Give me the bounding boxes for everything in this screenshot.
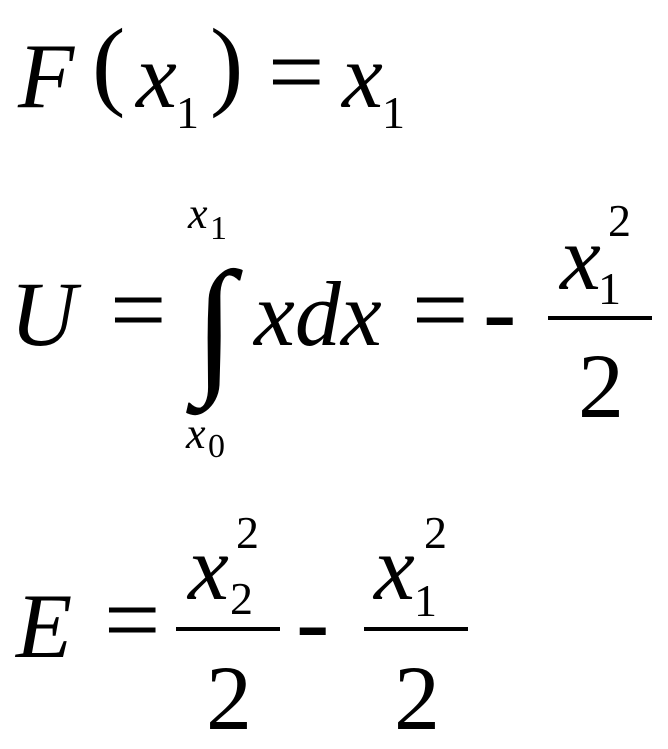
rhs-subscript: 1	[382, 87, 405, 138]
equals-sign: =	[110, 254, 167, 365]
fraction2-superscript: 2	[424, 507, 447, 558]
equals-sign: =	[268, 16, 325, 127]
fraction1-superscript: 2	[236, 507, 259, 558]
fraction1-denominator: 2	[206, 647, 252, 749]
energy-symbol-e: E	[16, 575, 73, 677]
argument-x: x	[136, 25, 177, 127]
fraction1-bar	[176, 627, 280, 631]
fraction2-numerator-x: x	[374, 517, 415, 619]
left-parenthesis: (	[92, 8, 126, 119]
denominator: 2	[578, 335, 624, 437]
equals-sign-2: =	[412, 254, 469, 365]
fraction-bar	[548, 316, 652, 320]
integrand: xdx	[254, 263, 382, 365]
right-parenthesis: )	[210, 8, 244, 119]
rhs-x: x	[342, 25, 383, 127]
lower-limit-subscript: 0	[208, 428, 225, 465]
numerator-superscript: 2	[608, 195, 631, 246]
upper-limit-x: x	[188, 189, 208, 238]
fraction1-subscript: 2	[230, 573, 253, 624]
fraction1-numerator-x: x	[188, 517, 229, 619]
numerator-x: x	[560, 207, 601, 309]
argument-subscript: 1	[176, 87, 199, 138]
function-symbol-f: F	[18, 25, 75, 127]
fraction2-bar	[364, 627, 468, 631]
integral-sign: ∫	[194, 242, 236, 408]
minus-sign: -	[296, 566, 330, 677]
lower-limit-x: x	[186, 409, 206, 458]
minus-sign: -	[483, 256, 517, 367]
upper-limit-subscript: 1	[210, 210, 227, 247]
fraction2-subscript: 1	[414, 575, 437, 626]
equals-sign: =	[104, 564, 161, 675]
fraction2-denominator: 2	[394, 647, 440, 749]
numerator-subscript: 1	[598, 263, 621, 314]
energy-symbol-u: U	[10, 263, 77, 365]
